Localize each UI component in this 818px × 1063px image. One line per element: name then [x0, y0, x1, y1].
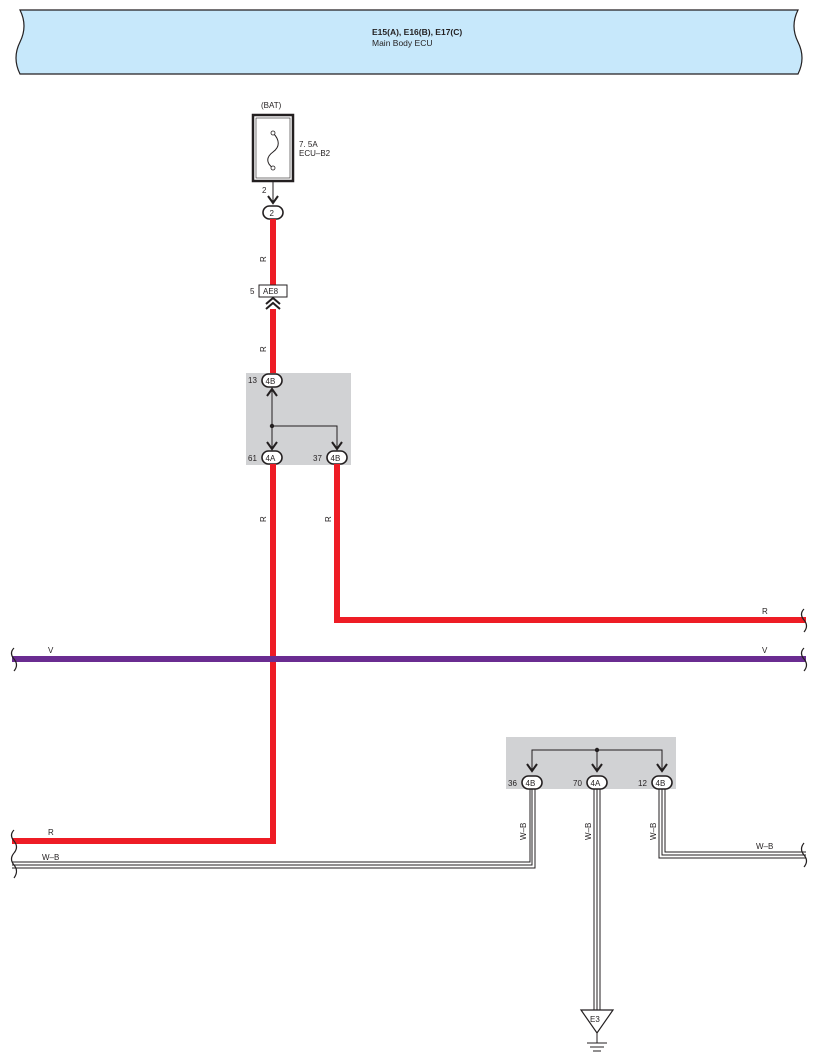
bottom-b-arrow-icon — [591, 763, 603, 773]
wire-label-v-left: V — [48, 646, 54, 655]
junction-pin: 5 — [250, 287, 255, 296]
bottom-pin-c: 12 — [638, 779, 647, 788]
wire-label-v-right: V — [762, 646, 768, 655]
red-wire-37 — [334, 464, 806, 623]
bottom-pin-b: 70 — [573, 779, 582, 788]
bottom-conn-c: 4B — [656, 779, 666, 788]
wire-label-r-37-right: R — [762, 607, 768, 616]
wire-label-r-fuse: R — [259, 256, 268, 262]
ecu-block-top-bg — [246, 373, 351, 465]
fuse-element-icon — [267, 132, 279, 169]
bottom-conn-a: 4B — [526, 779, 536, 788]
fuse-name: ECU–B2 — [299, 149, 331, 158]
fuse-rating: 7. 5A — [299, 140, 318, 149]
fuse-source-label: (BAT) — [261, 101, 282, 110]
top-out2-pin: 37 — [313, 454, 322, 463]
fuse-connector-label: 2 — [270, 209, 275, 218]
header-connectors: E15(A), E16(B), E17(C) — [372, 27, 462, 37]
header-banner-shape — [15, 9, 803, 75]
ecu-block-top: 13 4B 61 4A 37 4B — [246, 373, 351, 465]
wire-label-r-37: R — [324, 516, 333, 522]
fuse-terminal: 2 — [262, 186, 267, 195]
fuse-box — [251, 113, 295, 183]
wire-label-r-61: R — [259, 516, 268, 522]
bottom-conn-b: 4A — [591, 779, 601, 788]
ground-name: E3 — [590, 1015, 600, 1024]
wb-wire-70 — [593, 789, 601, 1010]
top-input-pin: 13 — [248, 376, 257, 385]
top-input-conn: 4B — [266, 377, 276, 386]
fuse-connector: 2 — [262, 205, 284, 220]
junction-name: AE8 — [263, 287, 279, 296]
wb-wire-12 — [658, 789, 806, 859]
ground-e3: E3 — [579, 1009, 615, 1052]
wire-label-wb-right: W–B — [756, 842, 773, 851]
right-break-marks — [800, 608, 808, 868]
header-component: Main Body ECU — [372, 38, 432, 48]
ecu-header-banner: E15(A), E16(B), E17(C) Main Body ECU — [15, 9, 803, 75]
junction-ae8: 5 AE8 — [250, 284, 288, 310]
fuse-ecu-b2: (BAT) 7. 5A ECU–B2 2 — [251, 101, 331, 205]
wb-wire-36 — [12, 789, 536, 869]
ecu-block-bottom: 36 4B 70 4A 12 4B — [506, 737, 676, 790]
wire-label-wb-12: W–B — [649, 823, 658, 840]
red-wire-61 — [12, 464, 276, 844]
wire-label-wb-left: W–B — [42, 853, 59, 862]
top-out2-arrow-icon — [331, 441, 343, 451]
fuse-arrow-icon — [267, 195, 279, 205]
wire-label-wb-70: W–B — [584, 823, 593, 840]
bottom-c-arrow-icon — [656, 763, 668, 773]
top-out1-pin: 61 — [248, 454, 257, 463]
ground-triangle-icon — [579, 1009, 615, 1035]
top-out2-conn: 4B — [331, 454, 341, 463]
bottom-a-arrow-icon — [526, 763, 538, 773]
top-out1-arrow-icon — [266, 441, 278, 451]
wire-label-r-ae8: R — [259, 346, 268, 352]
wire-label-wb-36: W–B — [519, 823, 528, 840]
wire-label-r-left: R — [48, 828, 54, 837]
top-out1-conn: 4A — [266, 454, 276, 463]
junction-arrow-icon — [265, 296, 281, 310]
bottom-pin-a: 36 — [508, 779, 517, 788]
